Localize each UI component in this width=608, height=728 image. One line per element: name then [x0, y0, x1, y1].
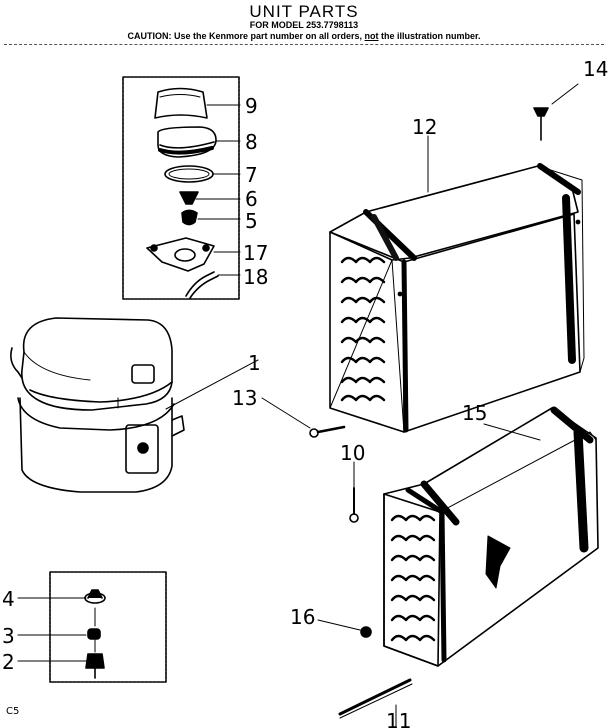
small-parts-box: [122, 76, 240, 300]
label-18: 18: [243, 265, 268, 289]
part-15-condenser: [383, 406, 599, 667]
label-17: 17: [243, 241, 268, 265]
leader-13: [261, 397, 311, 429]
page-title: UNIT PARTS: [249, 2, 359, 21]
part-13-screw: [309, 425, 346, 438]
part-17-bracket: [146, 237, 241, 272]
caution-emphasis: not: [364, 31, 379, 41]
part-6-mount: [179, 191, 241, 205]
label-5: 5: [245, 209, 258, 233]
evaporator-coil-bends: [340, 256, 386, 402]
part-5-grommet: [181, 209, 241, 226]
label-11: 11: [386, 709, 411, 728]
part-11-rod: [338, 678, 413, 727]
label-16: 16: [290, 605, 315, 629]
part-3-sleeve: [87, 628, 101, 640]
condenser-coil-bends: [390, 514, 436, 642]
label-15: 15: [462, 401, 487, 425]
part-18-clip: [185, 271, 241, 299]
label-1: 1: [248, 351, 261, 375]
part-10-screw: [349, 487, 359, 523]
part-12-evaporator: [329, 163, 585, 433]
label-10: 10: [340, 441, 365, 465]
label-6: 6: [245, 187, 258, 211]
part-8-grommet: [157, 126, 241, 158]
label-9: 9: [245, 94, 258, 118]
leader-16: [317, 619, 361, 631]
part-14-screw: [533, 107, 549, 141]
caution-text-end: the illustration number.: [378, 31, 481, 41]
header-divider: [4, 44, 604, 45]
part-2-valve: [85, 653, 105, 679]
caution-note: CAUTION: Use the Kenmore part number on …: [0, 31, 608, 41]
label-3: 3: [2, 624, 15, 648]
page-code: C5: [6, 706, 19, 717]
label-13: 13: [232, 386, 257, 410]
leader-1: [165, 359, 259, 410]
caution-text-start: CAUTION: Use the Kenmore part number on …: [127, 31, 365, 41]
leader-15: [483, 423, 541, 441]
part-9-gasket: [154, 87, 241, 119]
part-7-o-ring: [164, 165, 241, 183]
part-1-compressor: [10, 317, 185, 493]
part-4-cap: [84, 589, 106, 604]
label-4: 4: [2, 587, 15, 611]
part-16-grommet: [360, 626, 372, 638]
valve-parts-box: [49, 571, 167, 683]
label-14: 14: [583, 57, 608, 81]
label-12: 12: [412, 115, 437, 139]
label-2: 2: [2, 650, 15, 674]
model-line: FOR MODEL 253.7798113: [249, 20, 359, 30]
label-8: 8: [245, 130, 258, 154]
leader-14: [551, 83, 579, 105]
label-7: 7: [245, 163, 258, 187]
